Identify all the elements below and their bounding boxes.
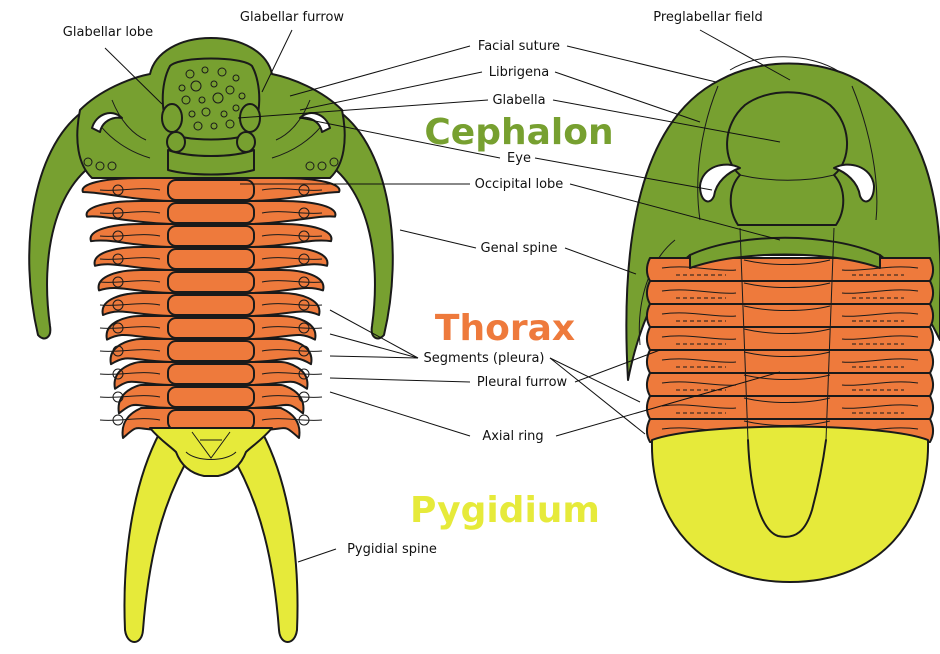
label-genal-spine: Genal spine [481, 241, 558, 256]
label-eye: Eye [507, 151, 531, 166]
right-glabella [727, 92, 847, 225]
left-thorax-segment [83, 178, 340, 201]
right-thorax-segment [647, 281, 933, 304]
label-occipital-lobe: Occipital lobe [475, 177, 564, 192]
left-thorax-segment [87, 201, 336, 224]
label-pygidial-spine: Pygidial spine [347, 542, 437, 557]
right-thorax [647, 258, 933, 442]
left-thorax-segment [100, 293, 322, 316]
left-thorax-segment [100, 339, 322, 364]
region-title-thorax: Thorax [435, 308, 575, 349]
right-thorax-segment [647, 373, 933, 396]
label-glabella: Glabella [492, 93, 545, 108]
left-trilobite [29, 38, 393, 642]
label-axial-ring: Axial ring [482, 429, 543, 444]
label-glabellar-furrow: Glabellar furrow [240, 10, 345, 25]
right-trilobite [626, 57, 940, 582]
left-thorax-segment [95, 247, 328, 270]
region-title-cephalon: Cephalon [424, 112, 613, 153]
left-thorax [83, 178, 340, 438]
label-glabellar-lobe: Glabellar lobe [63, 25, 153, 40]
right-thorax-segment [647, 396, 933, 419]
right-thorax-segment [647, 304, 933, 327]
label-preglabellar-field: Preglabellar field [653, 10, 762, 25]
left-thorax-segment [100, 316, 322, 340]
label-pleural-furrow: Pleural furrow [477, 375, 568, 390]
right-thorax-segment [647, 350, 933, 373]
region-title-pygidium: Pygidium [410, 490, 600, 531]
left-thorax-segment [91, 224, 332, 247]
left-thorax-segment [99, 270, 324, 293]
label-segments: Segments (pleura) [424, 351, 545, 366]
label-librigena: Librigena [489, 65, 550, 80]
right-thorax-segment [647, 327, 933, 350]
label-facial-suture: Facial suture [478, 39, 560, 54]
